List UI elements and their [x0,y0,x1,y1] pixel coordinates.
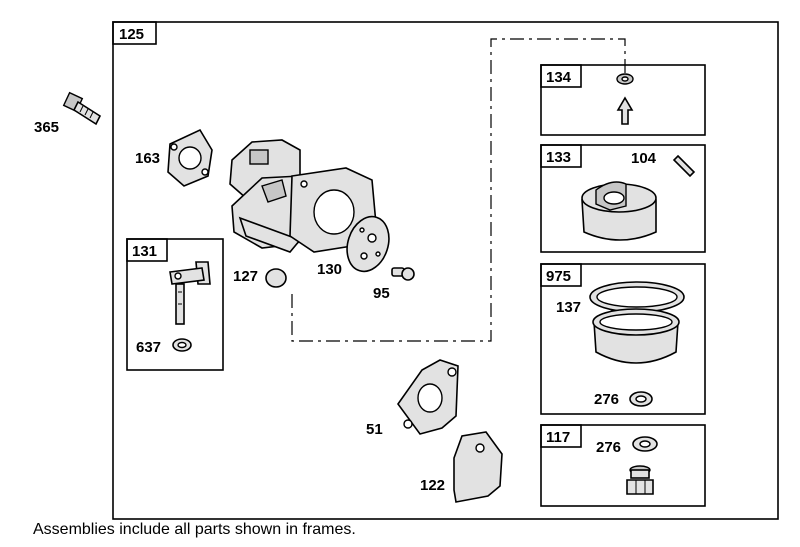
throttle-seal-part [172,338,192,352]
drain-washer-part [632,436,658,452]
frame-975-label: 975 [546,268,571,285]
fitting-part [391,267,415,281]
float-bowl-part [592,308,680,364]
frame-133: 133 [540,144,706,253]
welch-plate-part [346,215,390,273]
frame-131: 131 [126,238,224,371]
label-637: 637 [136,339,161,356]
frame-117-label: 117 [546,429,570,446]
leader-line-float [291,38,626,342]
frame-975: 975 [540,263,706,415]
float-part [581,181,657,241]
label-276-drain: 276 [596,439,621,456]
hinge-pin-part [672,154,696,178]
gasket-top-part [167,128,213,187]
frame-125: 125 [112,21,779,520]
label-163: 163 [135,150,160,167]
frame-131-label: 131 [132,243,157,260]
label-51: 51 [366,421,383,438]
label-137: 137 [556,299,581,316]
diagram-caption: Assemblies include all parts shown in fr… [33,521,356,538]
bowl-ring-part [589,281,685,313]
frame-134-label: 134 [546,69,572,86]
plug-part [265,268,287,288]
label-127: 127 [233,268,258,285]
frame-125-label: 125 [119,26,144,43]
label-276-bowl: 276 [594,391,619,408]
frame-117: 117 [540,424,706,507]
frame-134: 134 [540,64,706,136]
bowl-washer-part [629,391,653,407]
label-122: 122 [420,477,445,494]
screw-part [62,91,102,126]
label-95: 95 [373,285,390,302]
label-365: 365 [34,119,59,136]
heat-shield-part [453,431,503,503]
throttle-shaft-part [169,261,211,325]
frame-133-label: 133 [546,149,571,166]
needle-valve-part [616,73,634,125]
drain-screw-part [626,465,654,495]
label-130: 130 [317,261,342,278]
intake-gasket-part [397,359,459,435]
label-104: 104 [631,150,657,167]
